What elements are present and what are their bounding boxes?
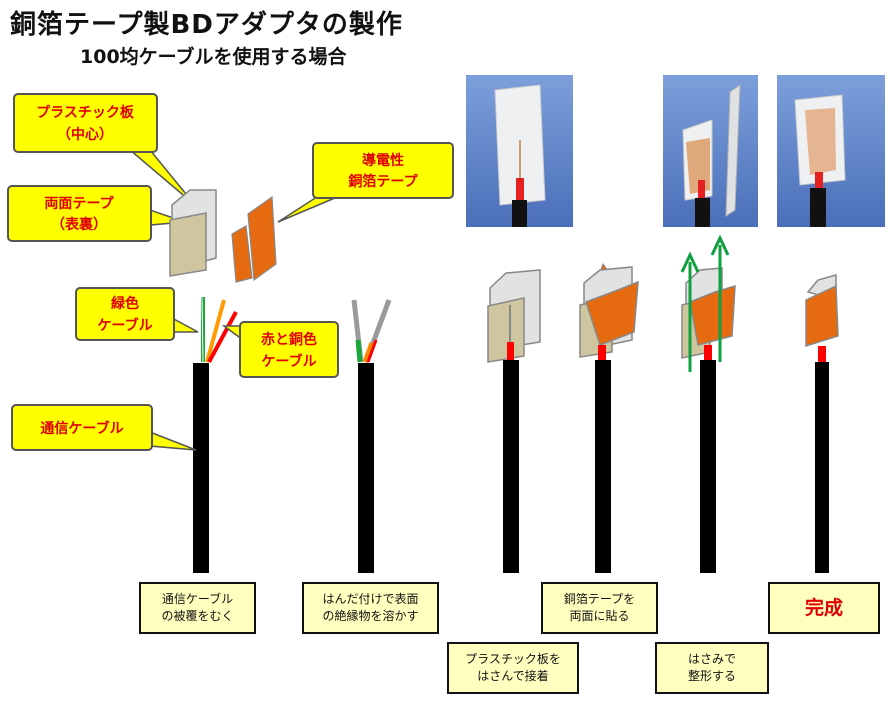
step2-soldered-cable (351, 299, 392, 573)
caption-step3: プラスチック板を はさんで接着 (447, 642, 579, 694)
callout-double-tape-line1: 両面テープ (44, 196, 114, 212)
step3-plate-assembly (487, 269, 541, 573)
copper-tape-pieces (231, 195, 277, 283)
callout-plastic-plate: プラスチック板 （中心） (13, 93, 196, 206)
callout-red-copper-cable-line2: ケーブル (261, 353, 316, 370)
plastic-plate-with-tape (169, 189, 217, 277)
trim-arrows (680, 234, 730, 372)
callout-red-copper-cable-line1: 赤と銅色 (261, 331, 317, 348)
callout-copper-tape-line2: 銅箔テープ (348, 173, 418, 190)
step5-trimmed (680, 234, 736, 573)
callout-copper-tape-line1: 導電性 (362, 152, 404, 169)
page-subtitle: 100均ケーブルを使用する場合 (80, 46, 347, 68)
callout-red-copper-cable: 赤と銅色 ケーブル (221, 321, 339, 378)
caption-step1: 通信ケーブル の被覆をむく (139, 582, 256, 634)
callout-plastic-plate-line2: （中心） (57, 126, 113, 143)
callout-green-cable: 緑色 ケーブル (75, 287, 199, 341)
photo-plate-assembly (466, 75, 573, 227)
caption-step5: はさみで 整形する (655, 642, 769, 694)
callout-double-tape-line2: （表裏） (51, 216, 107, 233)
caption-step2: はんだ付けで表面 の絶縁物を溶かす (302, 582, 439, 634)
callout-plastic-plate-line1: プラスチック板 (36, 104, 135, 121)
callout-comm-cable: 通信ケーブル (11, 404, 197, 451)
step6-finished (805, 274, 839, 573)
callout-comm-cable-label: 通信ケーブル (40, 420, 123, 437)
callout-copper-tape: 導電性 銅箔テープ (277, 142, 454, 223)
caption-step4: 銅箔テープを 両面に貼る (541, 582, 658, 634)
step4-copper-applied (579, 262, 639, 573)
photo-copper-side (663, 75, 758, 227)
caption-step6: 完成 (768, 582, 880, 634)
callout-green-cable-line2: ケーブル (97, 317, 152, 334)
step1-stripped-cable (193, 296, 238, 573)
callout-green-cable-line1: 緑色 (111, 295, 139, 312)
page-title: 銅箔テープ製BDアダプタの製作 (10, 10, 403, 40)
callout-double-tape: 両面テープ （表裏） (7, 185, 186, 242)
photo-finished (777, 75, 885, 227)
